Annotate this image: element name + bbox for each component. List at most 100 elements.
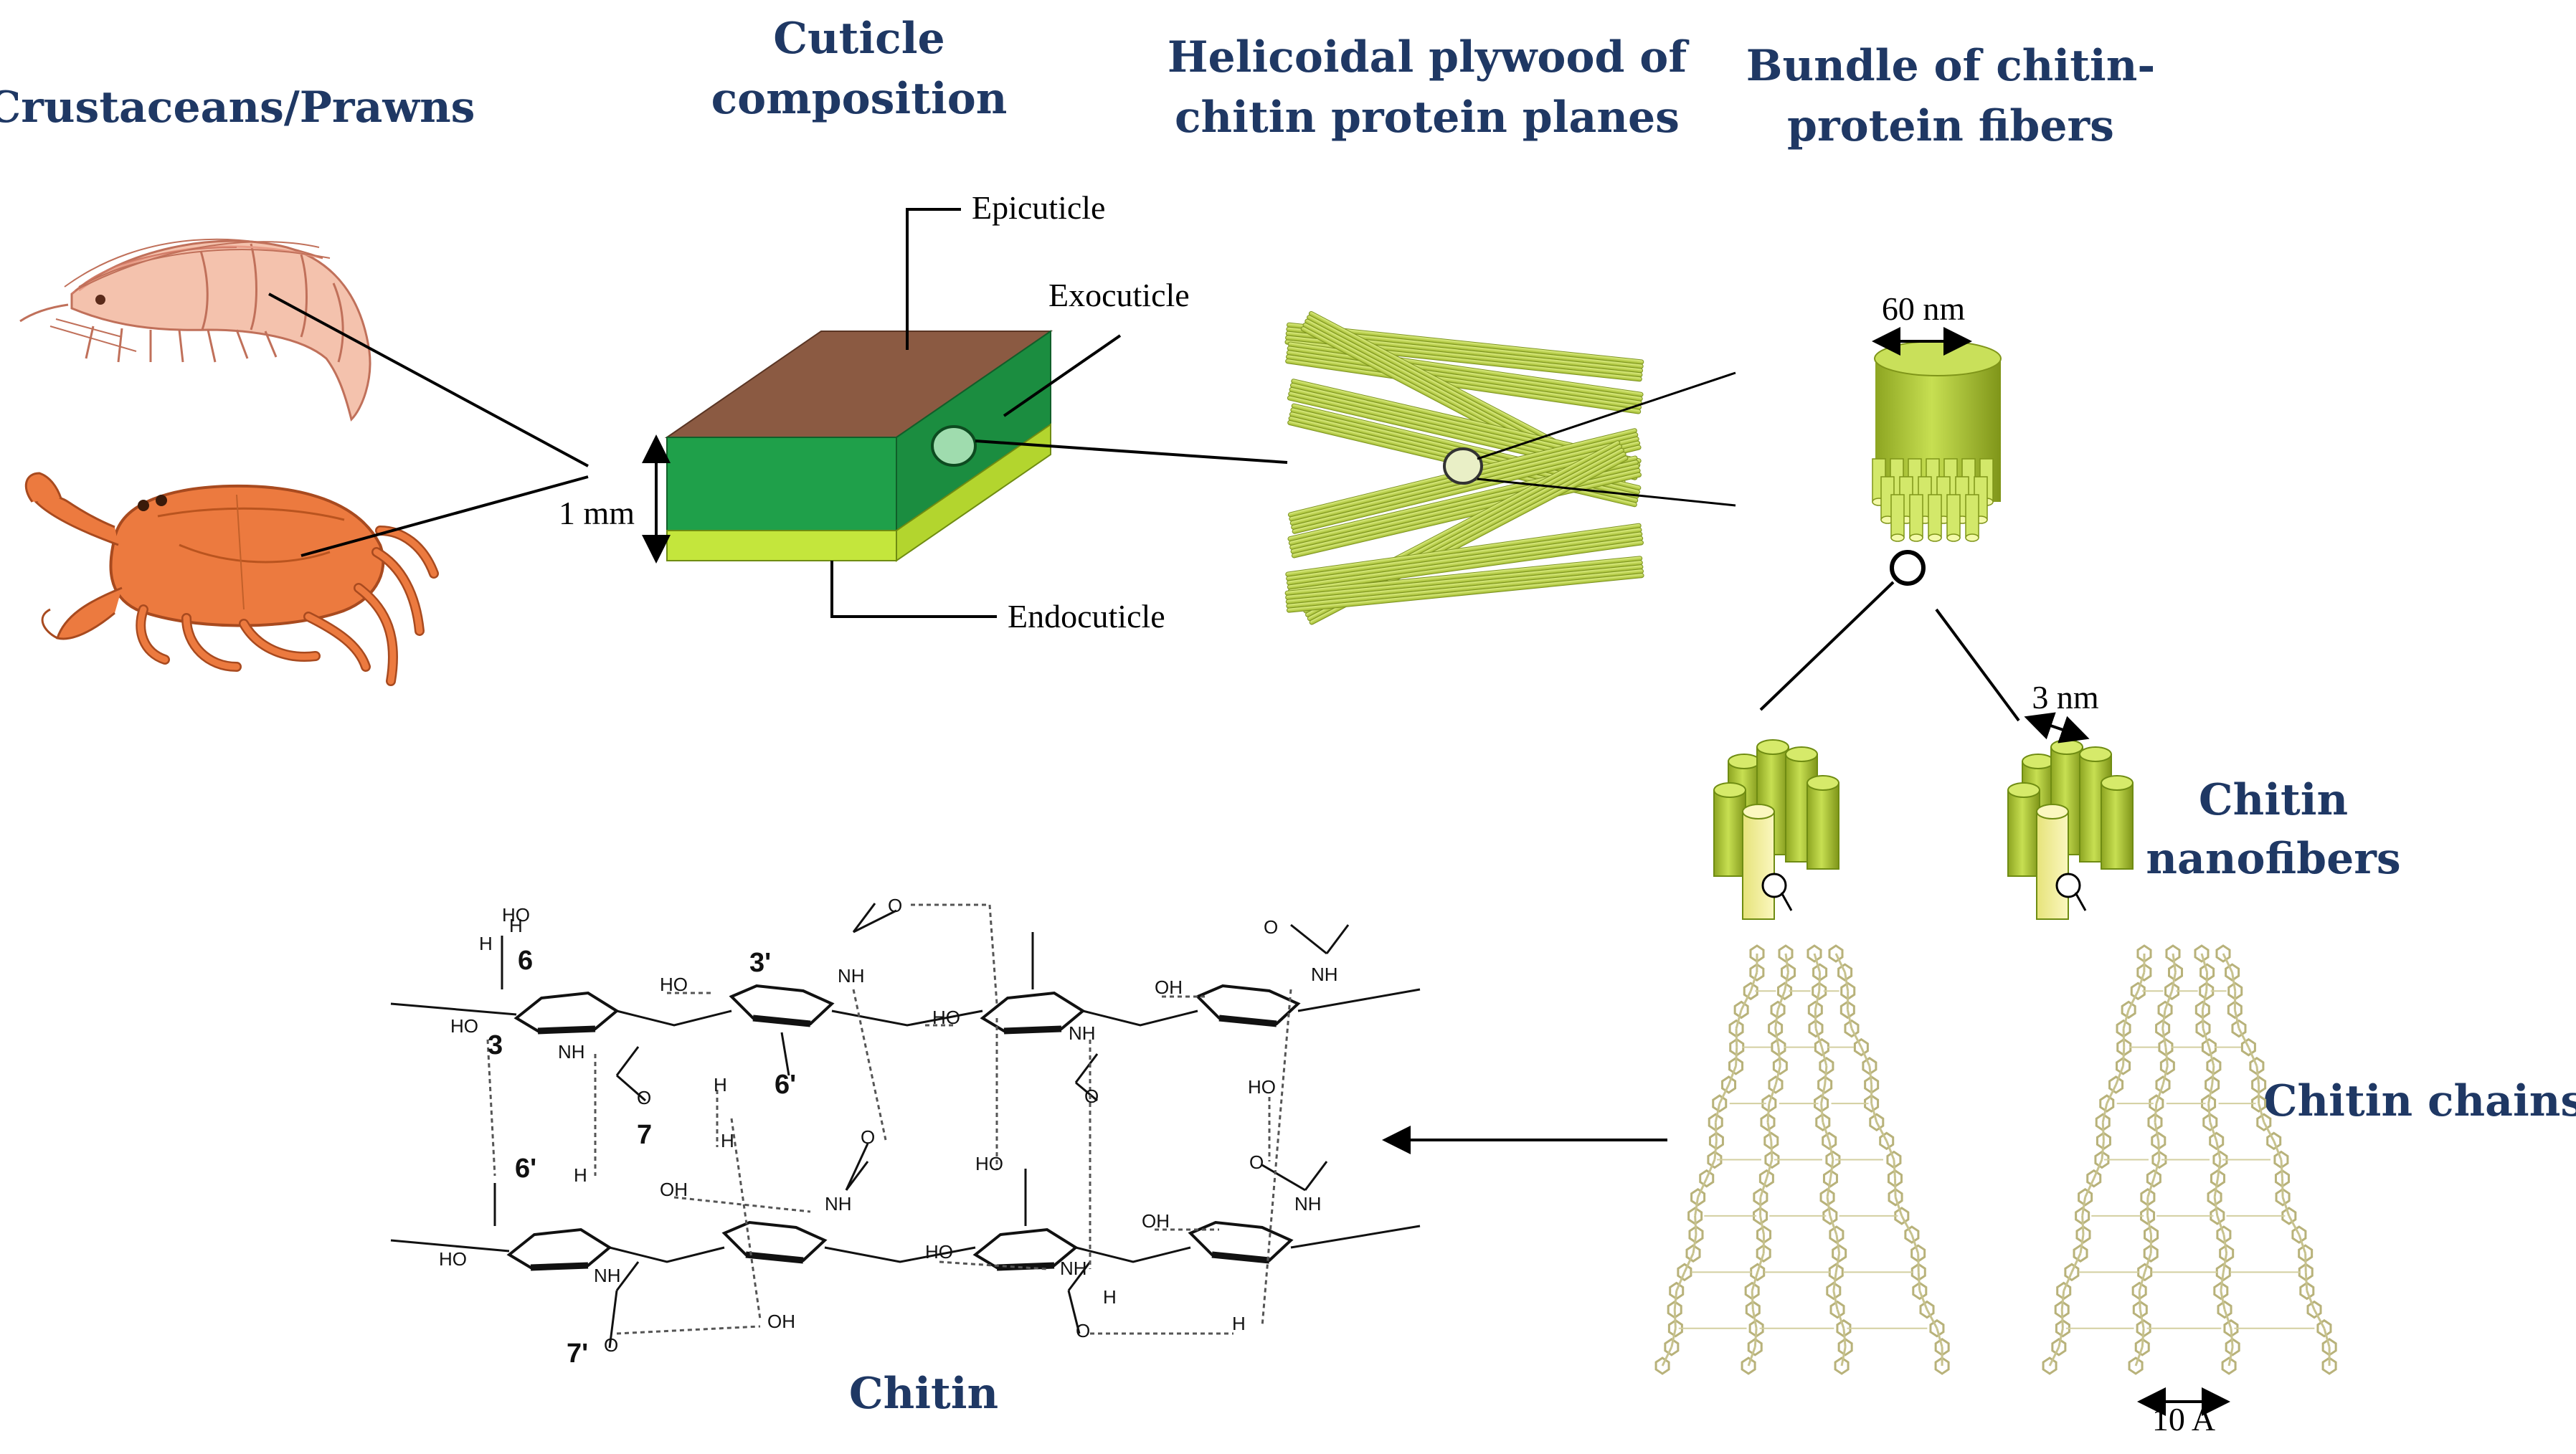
chem-h-4: H	[721, 1130, 734, 1151]
label-chain-spacing: 10 A	[2152, 1401, 2215, 1438]
plywood-fiber	[1285, 358, 1642, 414]
chain-ring	[1712, 1094, 1728, 1113]
chain-ring	[1834, 1356, 1850, 1375]
chain-link	[1900, 1215, 1913, 1235]
sugar-ring-bold-edge	[745, 1251, 804, 1264]
nanofiber-rod-top	[2050, 739, 2083, 755]
bundle-rod-end	[1965, 533, 1979, 542]
chain-link	[2231, 971, 2237, 992]
chain-link	[1842, 1328, 1847, 1347]
chain-ring	[1687, 1207, 1703, 1225]
chain-ring	[1840, 982, 1856, 1001]
chain-ring	[1768, 1075, 1784, 1094]
chain-link	[2280, 1159, 2283, 1179]
chain-link	[1753, 1328, 1758, 1347]
acetamido-bond	[1075, 1081, 1098, 1102]
chain-link	[2313, 1308, 2326, 1329]
nanofiber-rod	[1742, 811, 1775, 920]
chain-ring	[1761, 1094, 1777, 1113]
sugar-ring-bold-edge	[752, 1015, 811, 1027]
hydrogen-bond	[852, 989, 887, 1141]
chem-o-1: O	[888, 895, 902, 916]
chain-link	[1917, 1253, 1920, 1273]
chain-ring	[2051, 1338, 2067, 1356]
chain-link	[2161, 1065, 2169, 1085]
chain-ring	[2223, 1318, 2239, 1338]
chain-link	[1840, 1346, 1847, 1367]
chain-link	[2207, 1103, 2212, 1123]
bundle-rod-end	[1946, 533, 1961, 542]
chain-link	[1694, 1215, 1697, 1235]
chain-ring	[2131, 1281, 2147, 1301]
chain-link	[2063, 1271, 2073, 1292]
chain-link	[2161, 1009, 2167, 1029]
plywood-fiber	[1292, 445, 1642, 534]
chain-link	[2238, 1027, 2250, 1048]
pointer-crab	[300, 475, 589, 557]
chain-ring	[1744, 1281, 1760, 1301]
chain-ring	[2042, 1356, 2058, 1375]
acetamido-methyl-bond	[615, 1046, 640, 1076]
title-nanofibers-line2: nanofibers	[2146, 834, 2400, 884]
chain-link	[2230, 1328, 2234, 1347]
chain-ring	[1777, 982, 1793, 1001]
chain-link	[2164, 1047, 2169, 1066]
chain-link	[1759, 1215, 1766, 1235]
chem-nh-1: NH	[558, 1041, 585, 1063]
glycosidic-bond	[824, 1246, 976, 1263]
chain-link	[2201, 990, 2208, 1010]
bundle-rod	[1946, 494, 1961, 538]
chain-ring	[2137, 1263, 2153, 1282]
callout-exocuticle	[1003, 334, 1122, 417]
chain-ring	[1690, 1187, 1706, 1207]
glycosidic-bond	[831, 1009, 983, 1027]
glycosidic-bond	[390, 1239, 510, 1253]
chain-link	[1747, 1346, 1756, 1367]
chain-link	[1814, 1028, 1823, 1048]
chain-link	[2222, 1253, 2228, 1273]
chain-link	[1846, 1009, 1853, 1029]
chain-ring	[1770, 1000, 1786, 1020]
nanofiber-rod	[2036, 811, 2069, 920]
chain-link	[1735, 1009, 1743, 1029]
chain-link	[1893, 1159, 1896, 1179]
chain-ring	[2298, 1244, 2314, 1263]
acetamido-bond	[1067, 1290, 1081, 1334]
chain-ring	[2157, 1000, 2173, 1020]
chain-ring	[2128, 1356, 2144, 1375]
chain-ring	[1829, 1300, 1845, 1319]
chain-ring	[1910, 1244, 1926, 1263]
chain-ring	[2316, 1318, 2332, 1338]
chain-ring	[1844, 1019, 1860, 1038]
chem-num-6: 6	[518, 946, 533, 976]
hydrogen-bond	[616, 1325, 761, 1335]
chain-ring	[2149, 1094, 2164, 1113]
chain-link	[1705, 1159, 1716, 1179]
chain-link	[1718, 1084, 1730, 1104]
chain-link	[2216, 1159, 2222, 1179]
chain-link	[1770, 1141, 1774, 1160]
chem-h-3: H	[714, 1074, 727, 1096]
label-endocuticle: Endocuticle	[1008, 598, 1165, 635]
chain-ring	[1750, 1263, 1766, 1282]
bundle-rod	[1965, 494, 1979, 538]
sugar-ring	[980, 991, 1086, 1033]
chain-link	[2255, 1065, 2260, 1085]
chem-ho-7: HO	[925, 1241, 953, 1263]
chain-ring	[1828, 944, 1844, 963]
glycosidic-bond	[1075, 1246, 1191, 1263]
chain-ring	[1832, 1244, 1847, 1263]
chem-num-3: 3	[488, 1030, 503, 1060]
chem-o-8: O	[1076, 1320, 1090, 1341]
hydrogen-bond	[988, 904, 998, 1004]
zoom-line-plywood-bundle-2	[1477, 477, 1736, 507]
chain-link	[1917, 1272, 1921, 1291]
nanofiber-rod-top	[1806, 775, 1839, 791]
chain-link	[2288, 1215, 2301, 1235]
nanofiber-width-arrow	[2024, 712, 2090, 743]
chain-link	[1759, 1178, 1768, 1198]
chitin-chains-left	[1654, 944, 1950, 1375]
chain-link	[2138, 1271, 2146, 1291]
bundle-zoom-circle	[1890, 550, 1926, 586]
chain-link	[1835, 1234, 1841, 1254]
